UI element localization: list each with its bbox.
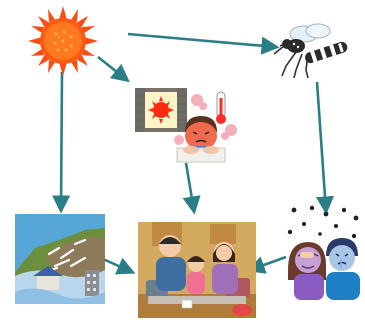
infection-node [286, 204, 361, 300]
heatstroke-person-icon [135, 88, 237, 163]
landslide-node [15, 214, 105, 304]
evacuation-node [138, 222, 256, 318]
arrow-infection-to-evacuation [246, 255, 287, 274]
arrow-heatstroke-to-evacuation [182, 162, 201, 215]
sun-node [28, 6, 98, 76]
sun-icon [28, 6, 98, 76]
sick-people-icon [287, 205, 360, 300]
arrow-landslide-to-evacuation [102, 257, 136, 275]
landslide-disaster-icon [15, 214, 105, 304]
arrow-sun-to-landslide [52, 71, 71, 214]
heatstroke-node [133, 86, 239, 164]
evacuation-family-icon [138, 222, 256, 318]
mosquito-icon [274, 23, 348, 79]
mosquito-node [274, 18, 354, 80]
arrow-sun-to-heatstroke [97, 55, 130, 83]
arrow-mosquito-to-infection [315, 81, 335, 215]
arrow-sun-to-mosquito [127, 32, 280, 55]
